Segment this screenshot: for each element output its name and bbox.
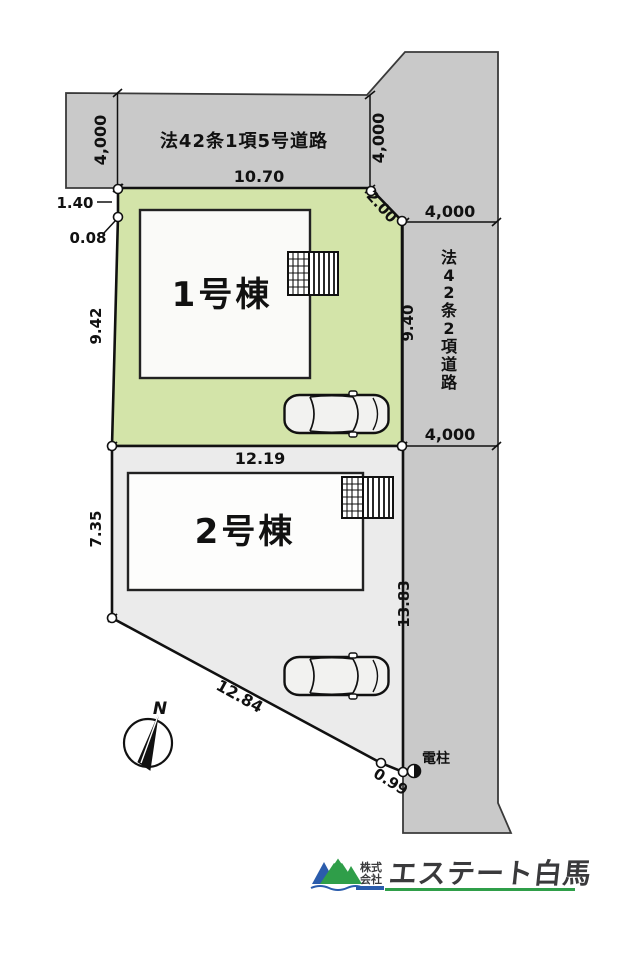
dim-lot1-depth-right: 9.40 [399,304,417,341]
utility-pole-icon [406,763,422,779]
house-1-label: 1号棟 [172,275,273,315]
road-top-label: 法42条1項5号道路 [160,130,328,152]
dim-lot1-frontage-top: 10.70 [234,167,285,186]
stairs-icon-house1 [287,251,339,296]
car-icon-lot1 [283,389,390,439]
road-right-char: 法 [441,248,457,267]
dim-road-right-upper: 4,000 [425,202,476,221]
road-right-char: 2 [443,319,454,338]
house-2-label: 2号棟 [195,512,296,552]
road-right-char: 道 [441,355,457,374]
road-right-label: 法 4 2 条 2 項 道 路 [440,248,458,392]
logo-mountain-icon [310,855,364,891]
road-area [65,51,513,834]
road-right-char: 路 [441,373,458,392]
company-logo: 株式 会社 エステート白馬 [310,855,594,891]
north-compass: N [122,699,174,771]
dim-offset-left-b: 0.08 [69,229,106,247]
compass-north-label: N [153,699,167,719]
boundary-vertex-markers [106,183,409,778]
dim-lot2-depth-left: 7.35 [87,510,105,547]
dim-road-right-lower: 4,000 [425,425,476,444]
road-right-char: 項 [441,337,458,356]
logo-underline-green [385,888,575,891]
utility-pole-label: 電柱 [422,750,450,767]
car-icon-lot2 [283,651,390,701]
dim-road-width-top-left: 4,000 [91,115,110,166]
logo-company-prefix-2: 会社 [360,872,382,886]
road-right-char: 4 [443,266,454,285]
logo-underline-blue [356,886,384,890]
house-2 [126,471,365,592]
dim-lot1-depth-left: 9.42 [87,307,105,344]
logo-company-name: エステート白馬 [387,857,593,890]
road-right-char: 条 [440,301,458,320]
logo-company-prefix-1: 株式 [360,860,382,874]
dim-lot1-frontage-bottom: 12.19 [235,449,286,468]
dim-lot2-depth-right: 13.83 [395,580,413,627]
dim-road-width-top-right: 4,000 [369,113,388,164]
road-right-char: 2 [443,283,454,302]
dimension-lines [97,93,498,447]
house-1 [138,208,312,380]
stairs-icon-house2 [341,476,394,519]
dim-offset-left-a: 1.40 [56,194,93,212]
